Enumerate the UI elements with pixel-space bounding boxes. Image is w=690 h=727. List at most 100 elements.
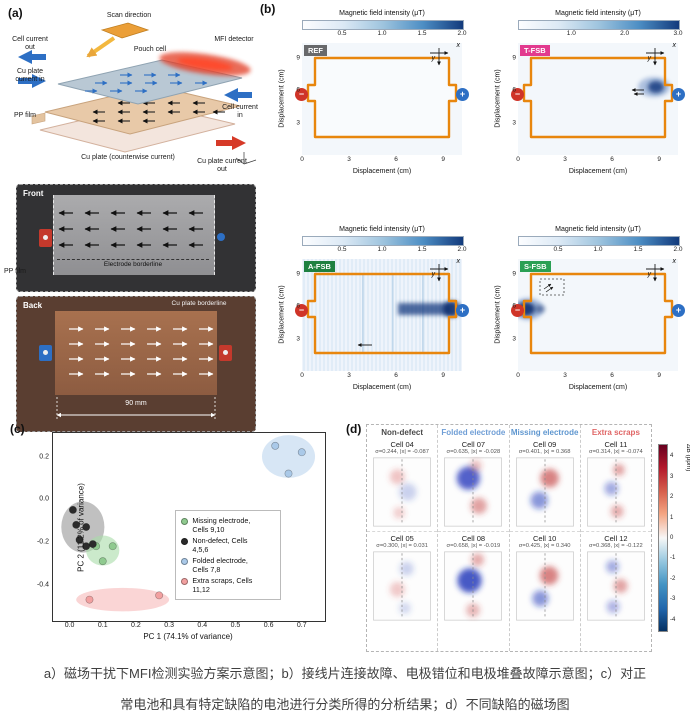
legend-dot (181, 558, 189, 566)
minus-terminal: − (295, 304, 308, 317)
tick-label: 3 (347, 372, 351, 379)
map-badge: A-FSB (304, 261, 335, 272)
pp-film-label: PP film (13, 112, 37, 119)
tick-label: -0.2 (36, 538, 49, 546)
scatter-point (98, 557, 107, 566)
panel-a-label: (a) (8, 6, 23, 20)
colorbar-title: Magnetic field intensity (μT) (339, 226, 425, 233)
tick-label: 0 (300, 372, 304, 379)
defect-column-title: Non-defect (381, 428, 424, 437)
y-axis-indicator: y (431, 55, 436, 62)
plus-terminal: + (672, 88, 685, 101)
colorbar-title: ΔB (ppm) (685, 444, 690, 472)
legend-label: Non-defect, Cells 4,5,6 (192, 536, 248, 555)
tick-label: 6 (296, 302, 300, 310)
y-axis-indicator: y (431, 271, 436, 278)
tick-label: 0.2 (131, 622, 141, 629)
map-badge: S-FSB (520, 261, 551, 272)
tick-label: 2.0 (457, 246, 467, 253)
cell-field-map (444, 457, 503, 527)
legend-label: Missing electrode, Cells 9,10 (192, 516, 251, 535)
cell-name: Cell 12 (604, 534, 628, 543)
tick-label: -3 (670, 596, 676, 603)
tick-label: 9 (296, 270, 300, 278)
figure-caption: a）磁场干扰下MFI检测实验方案示意图；b）接线片连接故障、电极错位和电极堆叠故… (0, 658, 690, 720)
cell-field-map (515, 551, 574, 621)
cu-plate-counterwise-label: Cu plate (counterwise current) (81, 154, 175, 161)
pp-film-side-label: PP film (3, 268, 27, 275)
cell-name: Cell 10 (532, 534, 557, 543)
tick-label: 0.0 (39, 495, 49, 503)
y-axis-label: Displacement (cm) (278, 285, 286, 344)
x-axis-label: Displacement (cm) (352, 384, 412, 391)
defect-column-title: Missing electrode (510, 428, 579, 437)
back-photo: Back Cu plate borderline 90 mm (16, 296, 256, 432)
tick-label: 6 (512, 86, 516, 94)
x-axis-label: Displacement (cm) (352, 168, 412, 175)
tick-label: 1 (670, 514, 674, 521)
tick-label: 0.5 (230, 622, 241, 629)
cell-stats: σ=0.658, |x| = -0.019 (446, 543, 501, 549)
tick-label: 1.5 (633, 246, 643, 253)
scatter-point (88, 540, 97, 549)
tick-label: 6 (610, 372, 614, 379)
tick-label: 1.0 (566, 30, 576, 37)
caption-line-2: 常电池和具有特定缺陷的电池进行分类所得的分析结果；d）不同缺陷的磁场图 (120, 697, 570, 712)
minus-terminal: − (511, 304, 524, 317)
tick-label: 3 (670, 473, 674, 480)
cu-plate-back (55, 311, 217, 395)
tick-label: 0.0 (64, 622, 75, 629)
x-axis-indicator: x (672, 42, 677, 49)
panel-d-label: (d) (346, 422, 362, 436)
colorbar (302, 20, 464, 30)
tick-label: 0.2 (39, 453, 49, 460)
tick-label: 3 (512, 335, 516, 343)
tick-label: 3 (296, 119, 300, 127)
tick-label: 3 (347, 156, 351, 163)
tick-label: -4 (670, 616, 676, 623)
y-axis-label: Displacement (cm) (494, 285, 502, 344)
tick-label: 0 (670, 535, 674, 541)
x-axis-indicator: x (456, 42, 461, 49)
field-map-canvas (302, 259, 462, 371)
tick-label: 1.0 (377, 246, 387, 253)
colorbar (302, 236, 464, 246)
tick-label: 0.4 (197, 622, 208, 629)
tick-label: 6 (394, 372, 398, 379)
cell-stats: σ=0.425, |x| = 0.340 (518, 543, 571, 549)
tick-label: 2 (670, 494, 674, 501)
front-photo: Front Electrode borderline (16, 184, 256, 292)
cu-plate-current-out-label: Cu plate current out (197, 158, 247, 174)
colorbar-title: Magnetic field intensity (μT) (555, 10, 641, 17)
y-axis-label: Displacement (cm) (494, 69, 502, 128)
tick-label: 2.0 (457, 30, 467, 37)
cell-field-map (586, 551, 645, 621)
tick-label: 0.1 (97, 622, 108, 629)
legend-item: Extra scraps, Cells 11,12 (181, 576, 275, 594)
tick-label: 6 (296, 86, 300, 94)
cell-current-in-label: Cell current in (222, 104, 258, 120)
back-negative-tab (219, 345, 232, 361)
front-label: Front (23, 189, 44, 198)
pca-canvas (61, 435, 316, 612)
scatter-point (284, 469, 293, 478)
tick-label: 9 (512, 270, 516, 278)
scatter-point (72, 520, 81, 529)
